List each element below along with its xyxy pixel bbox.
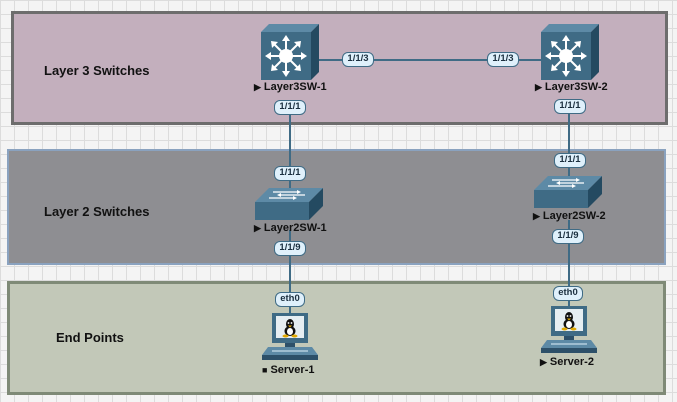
layer2-switch-2-label[interactable]: ▶Layer2SW-2	[533, 210, 606, 222]
server-2-marker: ▶	[540, 357, 547, 367]
link-l3sw2-l2sw2[interactable]	[568, 100, 570, 180]
link-l3sw1-l2sw1[interactable]	[289, 100, 291, 190]
endpoints-zone-label: End Points	[56, 330, 124, 345]
layer2-switch-2-marker: ▶	[533, 211, 540, 221]
layer3-zone-label: Layer 3 Switches	[44, 63, 150, 78]
link-l2sw1-server1[interactable]	[289, 230, 291, 315]
layer3-switch-1-icon[interactable]	[261, 24, 319, 80]
port-l3sw2-1-1-1[interactable]: 1/1/1	[554, 99, 586, 114]
server-1-icon[interactable]	[262, 313, 318, 361]
server-1-marker: ■	[262, 365, 268, 375]
port-l2sw1-1-1-9[interactable]: 1/1/9	[274, 241, 306, 256]
port-server1-eth0[interactable]: eth0	[275, 292, 305, 307]
server-2-icon[interactable]	[541, 306, 597, 354]
layer3-switch-2-marker: ▶	[535, 82, 542, 92]
port-server2-eth0[interactable]: eth0	[553, 286, 583, 301]
port-l2sw2-1-1-1[interactable]: 1/1/1	[554, 153, 586, 168]
layer3-switch-1-marker: ▶	[254, 82, 261, 92]
layer3-switch-2-icon[interactable]	[541, 24, 599, 80]
server-2-label[interactable]: ▶Server-2	[540, 356, 594, 368]
layer3-switch-2-label[interactable]: ▶Layer3SW-2	[535, 81, 608, 93]
port-l3sw1-1-1-3[interactable]: 1/1/3	[342, 52, 374, 67]
layer2-switch-1-name: Layer2SW-1	[263, 222, 327, 234]
layer3-switch-1-label[interactable]: ▶Layer3SW-1	[254, 81, 327, 93]
port-l2sw2-1-1-9[interactable]: 1/1/9	[552, 229, 584, 244]
link-l3sw1-l3sw2[interactable]	[318, 59, 543, 61]
link-l2sw2-server2[interactable]	[568, 220, 570, 310]
server-2-name: Server-2	[549, 356, 594, 368]
layer2-switch-1-icon[interactable]	[255, 188, 323, 220]
layer2-switch-2-icon[interactable]	[534, 176, 602, 208]
port-l2sw1-1-1-1[interactable]: 1/1/1	[274, 166, 306, 181]
server-1-name: Server-1	[270, 364, 315, 376]
layer2-switch-2-name: Layer2SW-2	[542, 210, 606, 222]
port-l3sw1-1-1-1[interactable]: 1/1/1	[274, 100, 306, 115]
port-l3sw2-1-1-3[interactable]: 1/1/3	[487, 52, 519, 67]
layer2-switch-1-marker: ▶	[254, 223, 261, 233]
layer3-switch-1-name: Layer3SW-1	[263, 81, 327, 93]
layer2-zone-label: Layer 2 Switches	[44, 204, 150, 219]
layer3-switch-2-name: Layer3SW-2	[544, 81, 608, 93]
server-1-label[interactable]: ■Server-1	[262, 364, 314, 376]
layer2-switch-1-label[interactable]: ▶Layer2SW-1	[254, 222, 327, 234]
